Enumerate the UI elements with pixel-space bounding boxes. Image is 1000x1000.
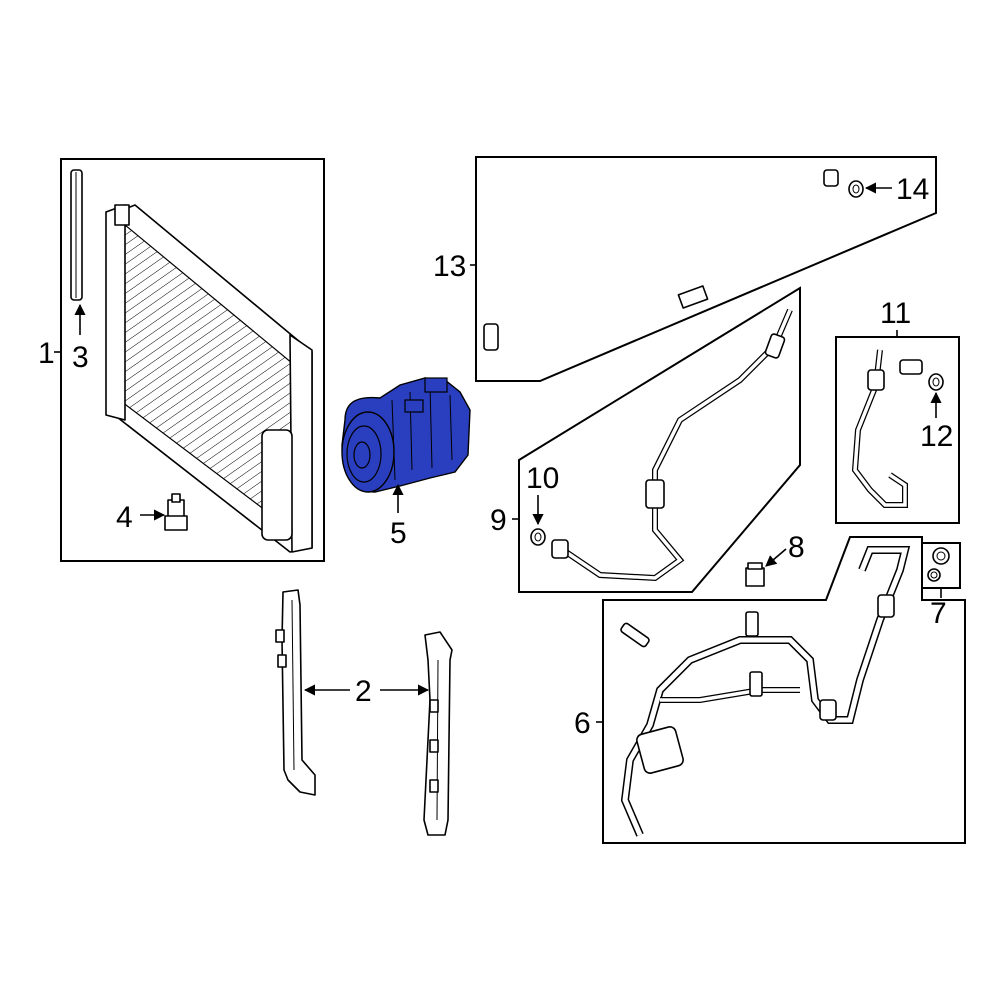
discharge-line-group: 14 13: [433, 156, 937, 382]
service-valve[interactable]: [620, 622, 650, 648]
line-assembly[interactable]: [620, 546, 911, 837]
callout-13: 13: [433, 250, 466, 283]
callout-2: 2: [355, 675, 372, 708]
callout-10: 10: [526, 462, 559, 495]
callout-14: 14: [896, 173, 929, 206]
callout-5: 5: [390, 517, 407, 550]
bracket-right[interactable]: [423, 631, 453, 836]
callout-11: 11: [880, 297, 911, 330]
line-assembly-group: 6: [574, 536, 966, 844]
compressor[interactable]: [341, 377, 471, 493]
discharge-line[interactable]: [483, 169, 839, 362]
hose-11-group: 11 12: [835, 297, 960, 524]
dryer-rod[interactable]: [70, 169, 83, 301]
bracket-left[interactable]: [275, 589, 316, 796]
pressure-switch[interactable]: [164, 493, 188, 531]
callout-7: 7: [930, 597, 947, 630]
callout-9: 9: [490, 504, 507, 537]
o-ring-14[interactable]: [848, 180, 864, 198]
condenser-group: 1 3 4: [38, 158, 325, 562]
suction-line-group: 10 9: [490, 286, 801, 593]
callout-1: 1: [38, 337, 55, 370]
o-ring-10[interactable]: [530, 528, 546, 546]
hose-11[interactable]: [851, 349, 923, 508]
valve-cap[interactable]: [745, 562, 765, 587]
o-ring-kit[interactable]: [921, 542, 961, 589]
callout-12: 12: [920, 420, 953, 453]
suction-line[interactable]: [551, 308, 793, 582]
callout-3: 3: [72, 341, 89, 374]
callout-4: 4: [116, 501, 133, 534]
o-ring-12[interactable]: [928, 373, 944, 391]
callout-8: 8: [788, 531, 805, 564]
callout-6: 6: [574, 707, 591, 740]
condenser[interactable]: [105, 204, 313, 553]
